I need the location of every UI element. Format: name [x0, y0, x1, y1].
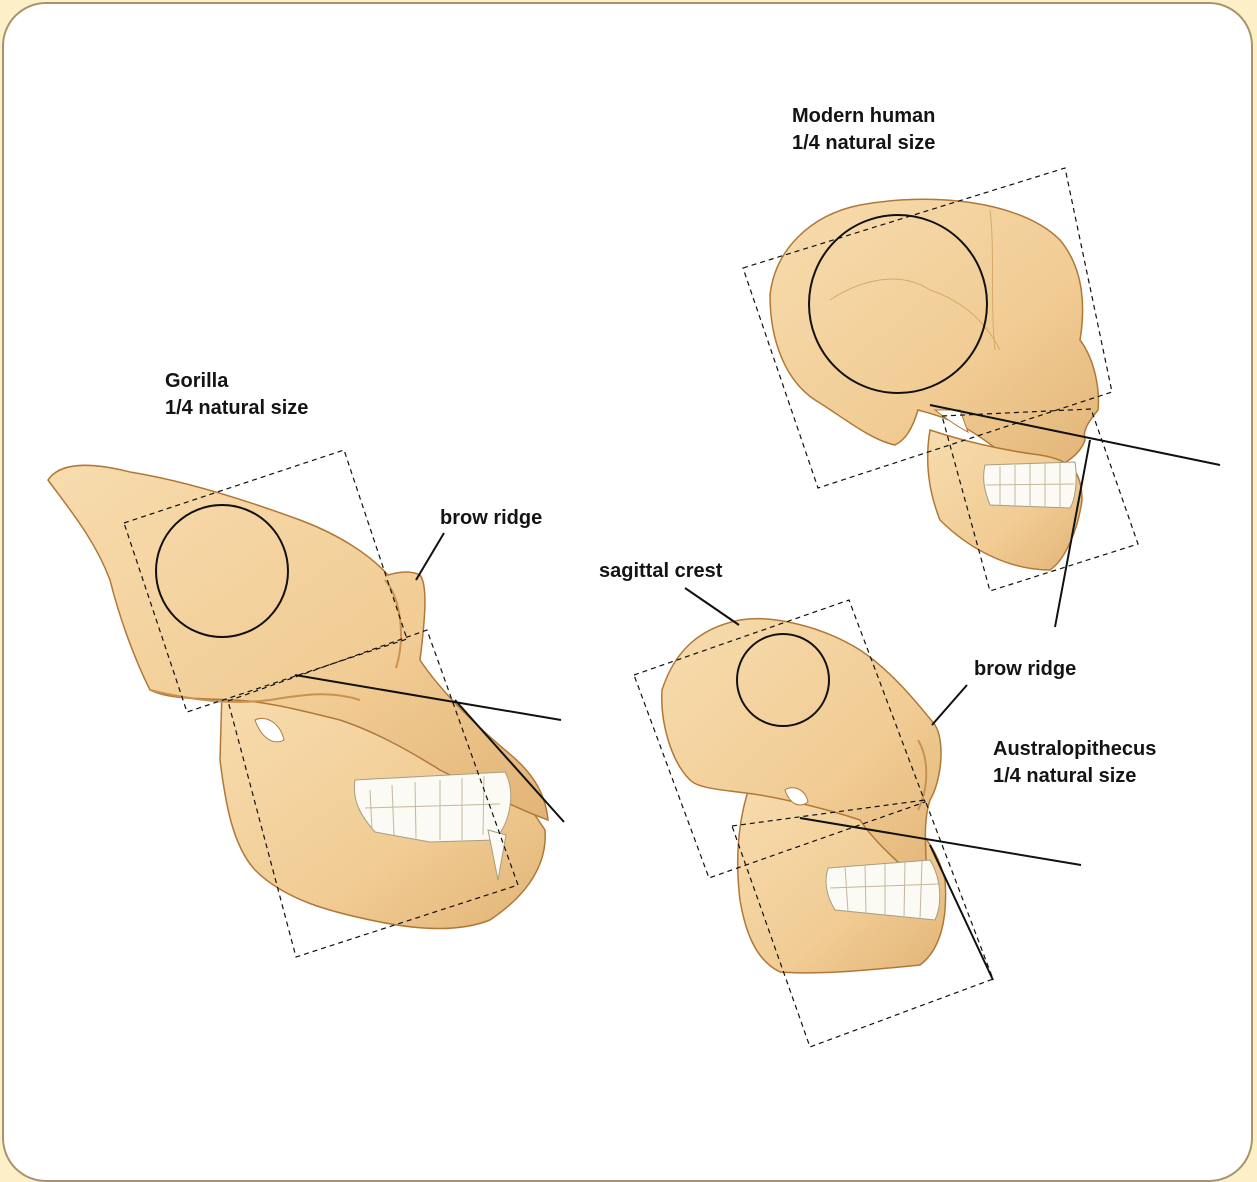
- gorilla-brow-ridge-label: brow ridge: [440, 505, 542, 531]
- gorilla-skull: [48, 465, 548, 928]
- australopithecus-teeth: [826, 860, 940, 920]
- australopithecus-scale-label: 1/4 natural size: [993, 763, 1136, 789]
- gorilla-label: Gorilla: [165, 368, 228, 394]
- gorilla-teeth: [354, 772, 510, 842]
- figure-frame: Modern human 1/4 natural size Gorilla 1/…: [0, 0, 1257, 1155]
- gorilla-scale-label: 1/4 natural size: [165, 395, 308, 421]
- sagittal-crest-leader: [685, 588, 739, 625]
- australopithecus-skull: [662, 619, 946, 973]
- sagittal-crest-label: sagittal crest: [599, 558, 722, 584]
- australopithecus-brow-ridge-leader: [932, 685, 967, 725]
- gorilla-brow-ridge-leader: [416, 533, 444, 580]
- modern-human-scale-label: 1/4 natural size: [792, 130, 935, 156]
- australopithecus-label: Australopithecus: [993, 736, 1156, 762]
- modern-human-label: Modern human: [792, 103, 935, 129]
- australopithecus-brow-ridge-label: brow ridge: [974, 656, 1076, 682]
